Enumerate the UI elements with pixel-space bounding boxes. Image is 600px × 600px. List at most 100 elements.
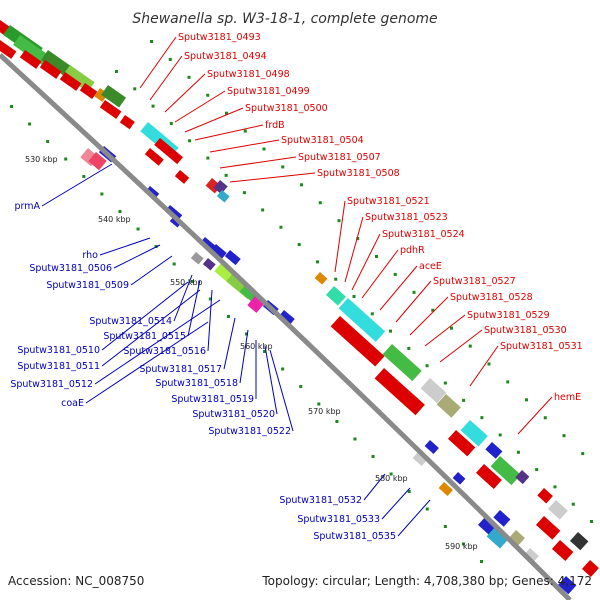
gene-label[interactable]: Sputw3181_0519 [171,394,254,405]
gene-feature [41,50,73,78]
gene-feature [537,488,553,504]
gene-label[interactable]: Sputw3181_0527 [433,276,516,287]
gene-label[interactable]: Sputw3181_0504 [281,135,364,146]
tick-dot [525,398,528,402]
tick-dot [118,210,122,213]
gene-label[interactable]: Sputw3181_0512 [10,379,93,390]
tick-dot [150,40,153,43]
tick-dot [371,455,375,458]
gene-label[interactable]: pdhR [400,245,425,256]
gene-label[interactable]: coaE [61,398,84,409]
tick-dot [562,434,566,438]
tick-dot [281,367,285,371]
tick-dot [133,87,137,91]
accession-text: Accession: NC_008750 [8,574,144,588]
tick-dot [46,140,50,143]
gene-feature [515,470,530,485]
gene-label[interactable]: Sputw3181_0515 [103,331,186,342]
gene-feature [412,452,427,466]
gene-feature [436,394,461,418]
gene-label[interactable]: Sputw3181_0533 [297,514,380,525]
gene-label[interactable]: Sputw3181_0520 [192,409,275,420]
leader-line [269,349,294,432]
gene-labels[interactable]: Sputw3181_0493Sputw3181_0494Sputw3181_04… [10,32,582,542]
tick-dot [480,560,483,563]
gene-label[interactable]: rho [82,250,98,261]
gene-label[interactable]: Sputw3181_0518 [155,378,238,389]
gene-feature [438,482,453,496]
tick-dot [261,208,265,212]
tick-dot [10,105,13,108]
gene-label[interactable]: Sputw3181_0510 [17,345,100,356]
gene-label[interactable]: Sputw3181_0522 [208,426,291,437]
kbp-tick-label: 530 kbp [25,155,58,164]
tick-dot [206,156,210,160]
leader-line [381,487,411,520]
tick-dot [487,362,491,366]
gene-label[interactable]: Sputw3181_0516 [123,346,206,357]
leader-line [187,279,201,337]
tick-dot [461,542,465,546]
gene-label[interactable]: Sputw3181_0494 [184,51,267,62]
gene-label[interactable]: Sputw3181_0511 [17,361,100,372]
tick-dot [334,277,338,281]
gene-label[interactable]: Sputw3181_0508 [317,168,400,179]
tick-dot [352,295,356,298]
tick-dot [82,175,86,178]
gene-feature [338,298,386,342]
gene-label[interactable]: Sputw3181_0532 [279,495,362,506]
gene-label[interactable]: Sputw3181_0506 [29,263,112,274]
gene-label[interactable]: Sputw3181_0514 [89,316,172,327]
gene-feature [314,272,328,285]
gene-label[interactable]: frdB [265,120,285,131]
gene-label[interactable]: prmA [14,201,40,212]
leader-line [223,317,236,370]
gene-feature [452,471,466,485]
tick-dot [168,57,172,61]
gene-feature [547,500,568,520]
gene-feature [190,251,204,265]
gene-label[interactable]: Sputw3181_0531 [500,341,583,352]
gene-feature [382,344,422,382]
gene-label[interactable]: Sputw3181_0500 [245,103,328,114]
gene-label[interactable]: Sputw3181_0517 [139,364,222,375]
tick-dot [188,139,192,143]
tick-dot [543,416,547,420]
gene-label[interactable]: Sputw3181_0499 [227,86,310,97]
tick-dot [535,468,539,472]
tick-dot [297,243,301,247]
tick-dot [393,272,397,276]
tick-dot [169,121,173,125]
gene-feature [174,170,190,184]
gene-feature [486,526,510,549]
leader-line [101,289,201,367]
gene-feature [213,180,228,195]
tick-dot [425,364,429,368]
gene-feature [88,152,107,171]
kbp-tick-label: 550 kbp [170,278,203,287]
leader-line [351,233,381,291]
gene-label[interactable]: Sputw3181_0509 [46,280,129,291]
leader-line [41,163,113,207]
gene-feature [19,50,42,69]
gene-label[interactable]: Sputw3181_0524 [382,229,465,240]
gene-label[interactable]: Sputw3181_0529 [467,310,550,321]
gene-label[interactable]: hemE [554,392,581,403]
gene-label[interactable]: Sputw3181_0535 [313,531,396,542]
gene-label[interactable]: Sputw3181_0530 [484,325,567,336]
tick-dot [506,380,510,384]
gene-label[interactable]: Sputw3181_0493 [178,32,261,43]
gene-label[interactable]: Sputw3181_0523 [365,212,448,223]
tick-dot [516,450,520,454]
gene-label[interactable]: aceE [419,261,442,272]
gene-label[interactable]: Sputw3181_0498 [207,69,290,80]
gene-label[interactable]: Sputw3181_0521 [347,196,430,207]
gene-feature [325,286,346,306]
gene-label[interactable]: Sputw3181_0507 [298,152,381,163]
tick-dot [431,308,435,312]
gene-label[interactable]: Sputw3181_0528 [450,292,533,303]
leader-line [219,156,297,169]
leader-line [209,139,280,153]
tick-dot [353,437,357,441]
